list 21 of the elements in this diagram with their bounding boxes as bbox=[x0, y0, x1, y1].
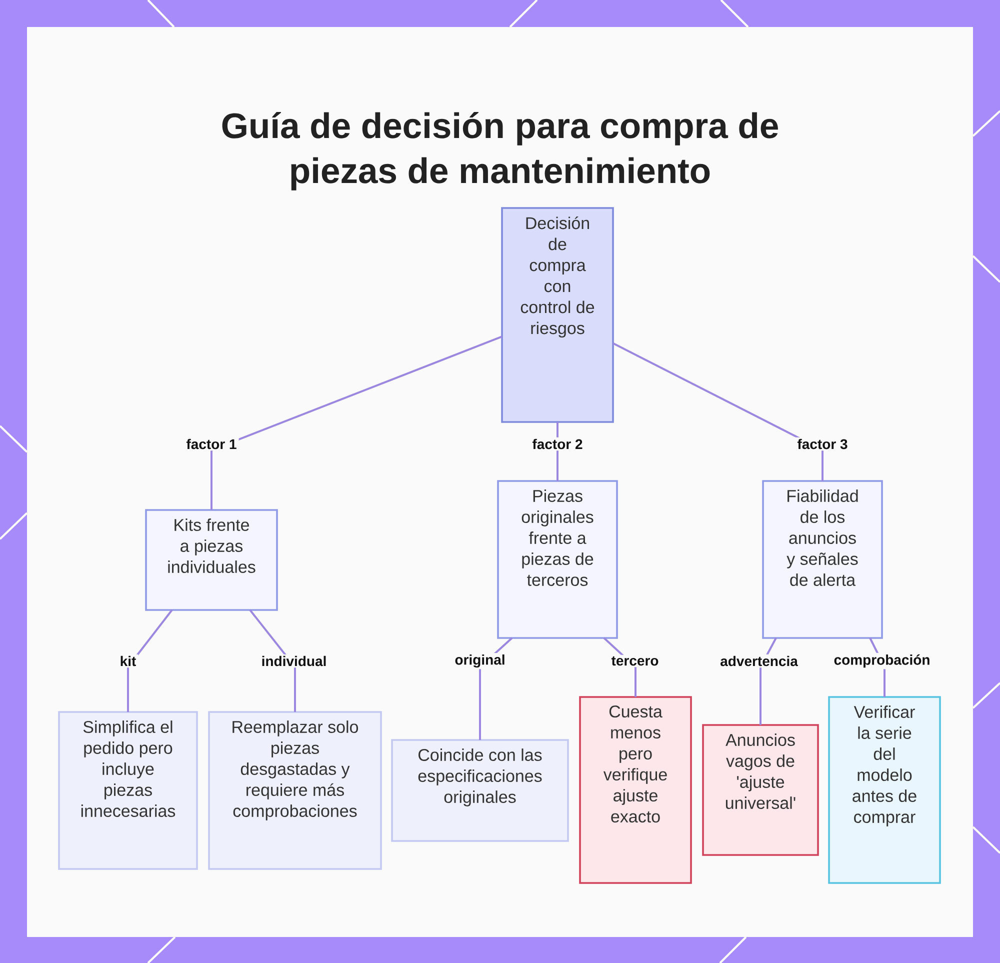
edge-label: advertencia bbox=[718, 654, 800, 668]
outcome-box: Cuesta menos pero verifique ajuste exacto bbox=[579, 696, 692, 884]
edge-label: comprobación bbox=[832, 652, 932, 670]
outcome-box: Verificar la serie del modelo antes de comprar bbox=[828, 696, 941, 884]
outcome-box: Coincide con las especificaciones originales bbox=[391, 739, 569, 842]
edge-label: tercero bbox=[609, 654, 661, 668]
title: Guía de decisión para compra de piezas de mantenimiento bbox=[222, 112, 778, 190]
outcome-box: Anuncios vagos de 'ajuste universal' bbox=[702, 724, 819, 856]
outcome-box: Simplifica el pedido pero incluye piezas innecesarias bbox=[58, 711, 198, 870]
connector-line bbox=[210, 336, 502, 510]
factor-box: Kits frente a piezas individuales bbox=[145, 509, 278, 611]
edge-label: factor 2 bbox=[530, 437, 585, 451]
connector-line bbox=[612, 342, 824, 481]
factor-box: Fiabilidad de los anuncios y señales de alerta bbox=[762, 480, 883, 639]
edge-label: individual bbox=[259, 654, 329, 668]
factor-box: Piezas originales frente a piezas de terceros bbox=[497, 480, 618, 639]
decision-box: Decisión de compra con control de riesgos bbox=[501, 207, 614, 423]
edge-label: original bbox=[452, 652, 508, 670]
edge-label: factor 1 bbox=[184, 437, 239, 451]
outcome-box: Reemplazar solo piezas desgastadas y requiere más comprobaciones bbox=[208, 711, 382, 870]
edge-label: factor 3 bbox=[795, 437, 850, 451]
